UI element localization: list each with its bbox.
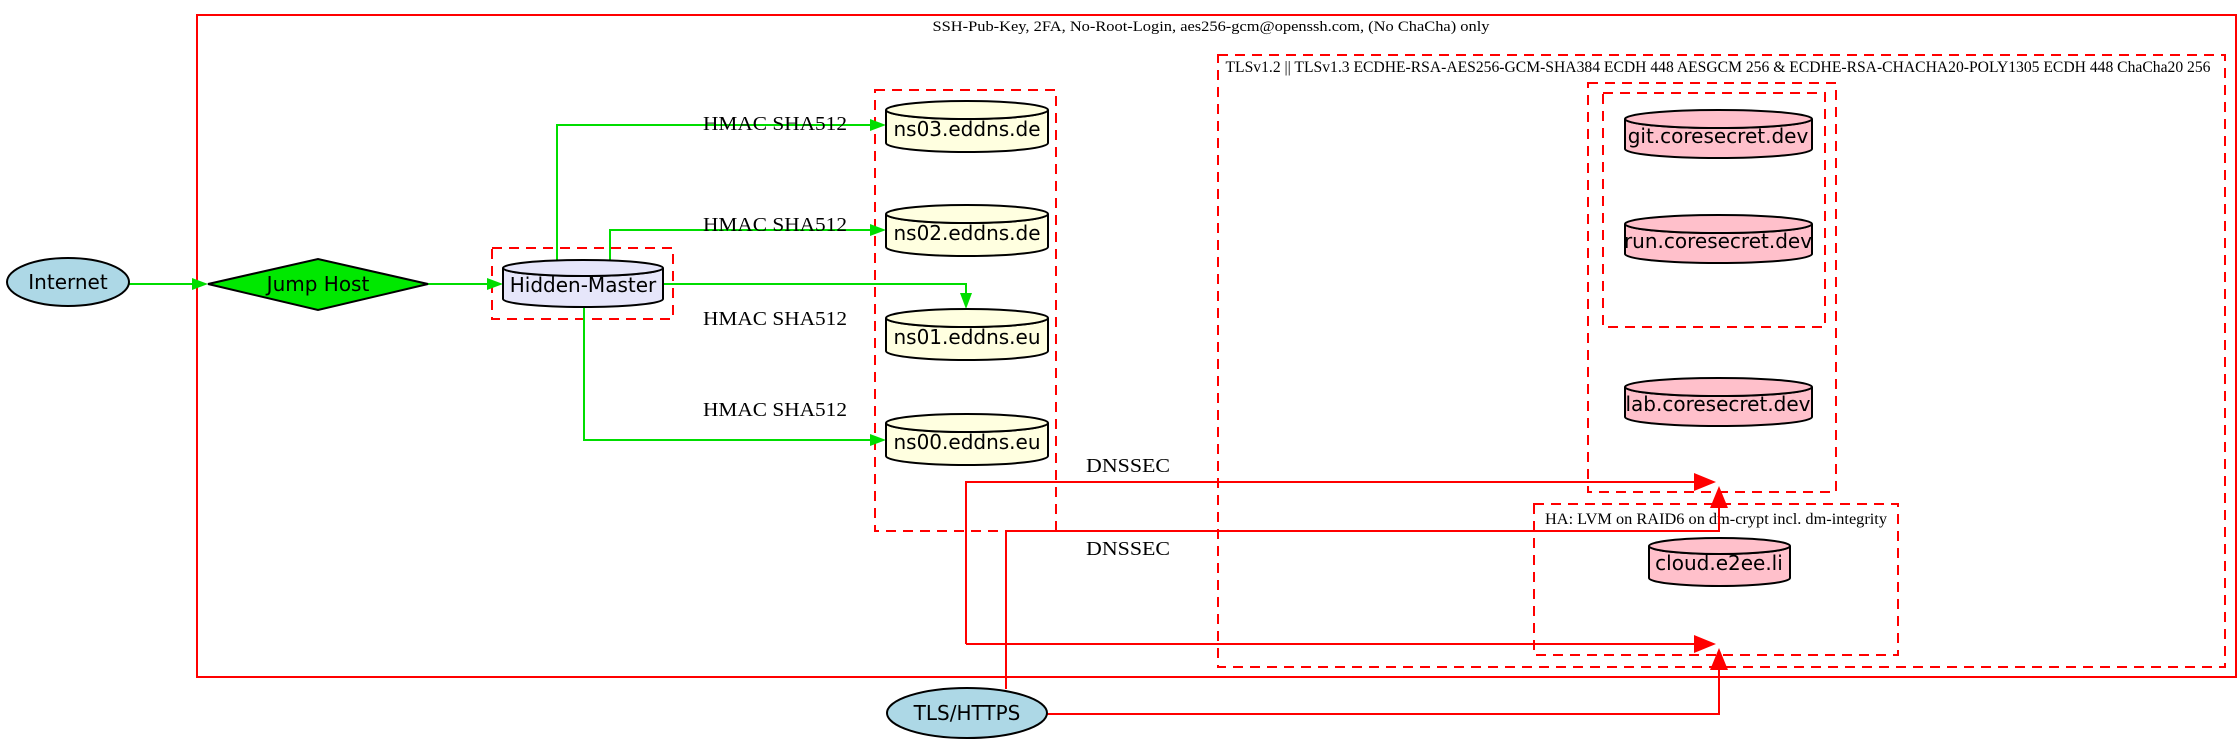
- edge-label-hmac-ns00: HMAC SHA512: [703, 399, 847, 421]
- edge-dnssec-ha: [966, 635, 1716, 653]
- node-hidden-master: Hidden-Master: [502, 259, 664, 308]
- arrowhead-icon: [960, 293, 972, 309]
- arrowhead-icon: [1710, 648, 1728, 670]
- tls-cluster-box: [1217, 54, 2226, 668]
- edge-hiddenmaster-ns00: [583, 307, 886, 446]
- arrowhead-icon: [870, 224, 886, 236]
- edge-label-dnssec-2: DNSSEC: [1086, 538, 1170, 560]
- node-lab-coresecret: lab.coresecret.dev: [1624, 377, 1813, 427]
- ha-cluster-label: HA: LVM on RAID6 on dm-crypt incl. dm-in…: [1545, 511, 1887, 528]
- arrowhead-icon: [1694, 635, 1716, 653]
- ha-cluster-box: [1533, 503, 1899, 656]
- node-cloud-e2ee: cloud.e2ee.li: [1648, 537, 1791, 587]
- arrowhead-icon: [192, 278, 208, 290]
- arrowhead-icon: [1694, 473, 1716, 491]
- arrowhead-icon: [870, 119, 886, 131]
- node-ns02-label: ns02.eddns.de: [893, 221, 1040, 245]
- edge-label-hmac-ns02: HMAC SHA512: [703, 214, 847, 236]
- arrowhead-icon: [487, 278, 503, 290]
- node-run-coresecret: run.coresecret.dev: [1624, 214, 1813, 264]
- node-ns02: ns02.eddns.de: [885, 204, 1049, 257]
- node-ns01-label: ns01.eddns.eu: [893, 325, 1040, 349]
- edge-hiddenmaster-ns02: [609, 224, 886, 260]
- node-git-label: git.coresecret.dev: [1628, 124, 1809, 148]
- edge-internet-jumphost: [129, 278, 208, 290]
- arrowhead-icon: [1710, 486, 1728, 508]
- node-ns01: ns01.eddns.eu: [885, 308, 1049, 361]
- tls-cluster-label: TLSv1.2 || TLSv1.3 ECDHE-RSA-AES256-GCM-…: [1226, 59, 2211, 76]
- edge-tlshttps-ha: [1047, 648, 1728, 715]
- node-internet-label: Internet: [28, 270, 108, 294]
- coresecret-cluster-box: [1587, 82, 1837, 493]
- node-git-coresecret: git.coresecret.dev: [1624, 109, 1813, 159]
- edge-hiddenmaster-ns03: [556, 119, 886, 260]
- arrowhead-icon: [870, 434, 886, 446]
- node-cloud-label: cloud.e2ee.li: [1655, 551, 1783, 575]
- edge-label-dnssec-1: DNSSEC: [1086, 455, 1170, 477]
- node-tls-https: TLS/HTTPS: [886, 687, 1048, 739]
- node-jump-host: Jump Host: [207, 257, 429, 312]
- node-tls-https-label: TLS/HTTPS: [913, 701, 1021, 725]
- edge-tlshttps-coresecret: [1005, 486, 1728, 689]
- edge-jumphost-hiddenmaster: [428, 278, 503, 290]
- edge-dnssec-coresecret: [965, 473, 1716, 644]
- node-ns03: ns03.eddns.de: [885, 100, 1049, 153]
- edge-label-hmac-ns01: HMAC SHA512: [703, 308, 847, 330]
- ssh-cluster-box: [196, 14, 2237, 678]
- node-ns00-label: ns00.eddns.eu: [893, 430, 1040, 454]
- node-ns03-label: ns03.eddns.de: [893, 117, 1040, 141]
- dns-cluster-box: [874, 89, 1057, 532]
- node-lab-label: lab.coresecret.dev: [1625, 392, 1810, 416]
- node-run-label: run.coresecret.dev: [1624, 229, 1812, 253]
- git-run-cluster-box: [1602, 92, 1826, 328]
- edge-hiddenmaster-ns01: [663, 283, 972, 309]
- node-hidden-master-label: Hidden-Master: [510, 273, 657, 297]
- node-ns00: ns00.eddns.eu: [885, 413, 1049, 466]
- edge-label-hmac-ns03: HMAC SHA512: [703, 113, 847, 135]
- ssh-cluster-label: SSH-Pub-Key, 2FA, No-Root-Login, aes256-…: [933, 19, 1491, 35]
- node-jump-host-label: Jump Host: [265, 272, 370, 296]
- node-internet: Internet: [6, 257, 130, 307]
